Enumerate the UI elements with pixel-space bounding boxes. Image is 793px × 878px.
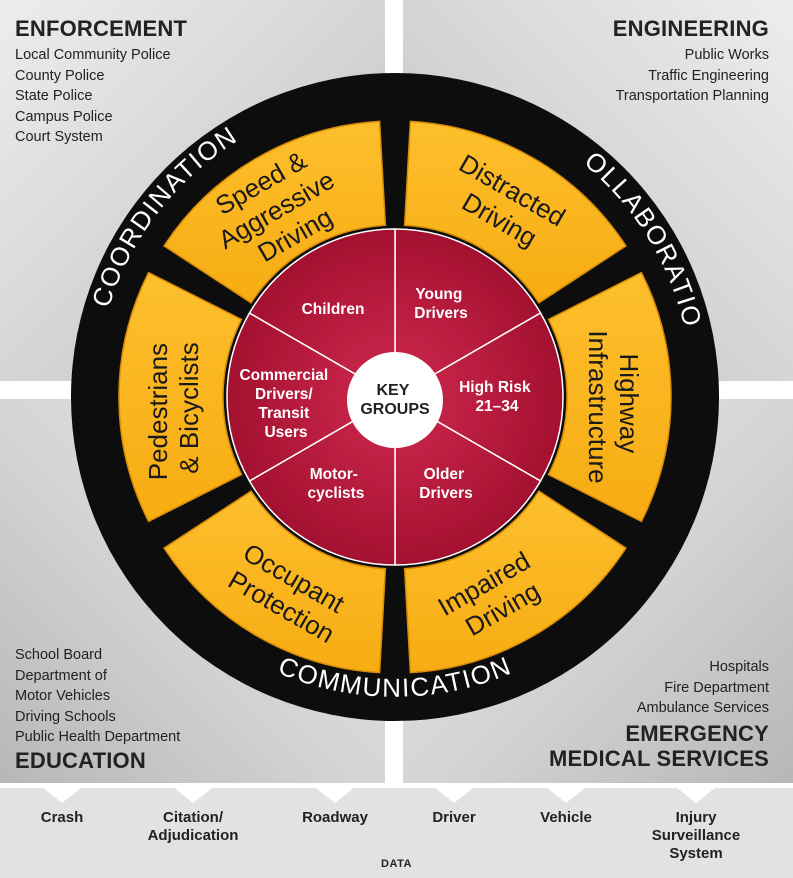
group-line: Motor- xyxy=(310,466,358,483)
data-notch xyxy=(434,787,474,803)
young-drivers-label: Young Drivers xyxy=(414,286,467,322)
key-groups-center xyxy=(347,352,443,448)
safety-wheel: COORDINATION COLLABORATION COMMUNICATION… xyxy=(71,73,719,721)
group-line: High Risk xyxy=(459,379,531,396)
data-item-line: System xyxy=(669,845,723,862)
enforcement-list: Local Community Police County Police Sta… xyxy=(15,45,171,148)
education-title: EDUCATION xyxy=(15,748,146,773)
enforcement-item: Campus Police xyxy=(15,108,113,125)
emphasis-line: Infrastructure xyxy=(583,330,613,483)
enforcement-title: ENFORCEMENT xyxy=(15,16,188,41)
center-line: KEY xyxy=(376,382,409,399)
emphasis-ring xyxy=(118,120,672,674)
engineering-title: ENGINEERING xyxy=(612,16,769,41)
group-line: Users xyxy=(264,424,307,441)
enforcement-item: Local Community Police xyxy=(15,47,171,63)
data-item-line: Crash xyxy=(40,809,84,826)
data-item-roadway: Roadway xyxy=(285,809,385,827)
occupant-segment xyxy=(163,490,387,674)
pedestrians-segment xyxy=(118,271,243,523)
data-item-line: Adjudication xyxy=(147,827,239,844)
group-line: Commercial xyxy=(239,367,328,384)
high-risk-label: High Risk 21–34 xyxy=(459,379,535,415)
ems-title: EMERGENCY MEDICAL SERVICES xyxy=(549,721,769,771)
education-list: School Board Department of Motor Vehicle… xyxy=(15,645,180,748)
speed-segment xyxy=(163,120,387,304)
data-item-citation: Citation/ Adjudication xyxy=(133,809,253,845)
education-item: School Board xyxy=(15,647,103,663)
education-item: Public Health Department xyxy=(15,729,181,746)
ems-item: Ambulance Services xyxy=(636,700,769,717)
group-line: Young xyxy=(415,286,462,303)
data-item-line: Vehicle xyxy=(540,809,592,826)
emphasis-line: Highway xyxy=(614,354,644,454)
education-item: Department of xyxy=(15,667,107,684)
center-line: GROUPS xyxy=(360,401,430,418)
data-notch xyxy=(315,787,355,803)
data-item-crash: Crash xyxy=(12,809,112,827)
group-line: Transit xyxy=(258,405,309,422)
data-label: DATA xyxy=(381,858,412,870)
key-groups-center-label: KEY GROUPS xyxy=(360,382,430,418)
data-item-injury-surveillance: Injury Surveillance System xyxy=(641,809,751,863)
group-line: cyclists xyxy=(308,485,365,502)
group-line: Children xyxy=(302,301,365,318)
data-notch xyxy=(546,787,586,803)
education-item: Motor Vehicles xyxy=(15,688,111,705)
highway-infrastructure-label: Highway Infrastructure xyxy=(583,330,644,483)
ems-item: Hospitals xyxy=(709,659,769,675)
data-item-line: Driver xyxy=(432,809,476,826)
data-item-line: Injury xyxy=(675,809,717,826)
emphasis-line: Pedestrians xyxy=(143,343,173,480)
ems-item: Fire Department xyxy=(664,679,769,696)
data-notch xyxy=(676,787,716,803)
enforcement-item: County Police xyxy=(15,67,105,84)
data-bar: Crash Citation/ Adjudication Roadway Dri… xyxy=(0,787,793,878)
group-line: Drivers xyxy=(414,305,467,322)
group-line: Drivers xyxy=(419,485,472,502)
key-groups-ring xyxy=(226,228,564,566)
data-item-driver: Driver xyxy=(404,809,504,827)
motorcyclists-label: Motor- cyclists xyxy=(308,466,365,502)
emphasis-line: & Bicyclists xyxy=(174,342,204,473)
data-item-line: Surveillance xyxy=(651,827,741,844)
impaired-segment xyxy=(403,490,627,674)
ems-title-line: MEDICAL SERVICES xyxy=(549,746,769,771)
engineering-item: Public Works xyxy=(684,47,769,63)
group-line: Older xyxy=(424,466,464,483)
children-label: Children xyxy=(302,301,365,318)
older-drivers-label: Older Drivers xyxy=(419,466,472,502)
enforcement-item: Court System xyxy=(15,129,103,146)
engineering-list: Public Works Traffic Engineering Transpo… xyxy=(616,45,769,107)
group-line: Drivers/ xyxy=(255,386,313,403)
ems-list: Hospitals Fire Department Ambulance Serv… xyxy=(637,657,769,719)
commercial-drivers-label: Commercial Drivers/ Transit Users xyxy=(239,367,332,441)
data-item-vehicle: Vehicle xyxy=(516,809,616,827)
group-line: 21–34 xyxy=(475,398,518,415)
highway-segment xyxy=(547,271,672,523)
data-notch xyxy=(42,787,82,803)
education-item: Driving Schools xyxy=(15,708,116,725)
distracted-segment xyxy=(403,120,627,304)
data-notch xyxy=(173,787,213,803)
enforcement-item: State Police xyxy=(15,88,93,105)
engineering-item: Traffic Engineering xyxy=(648,67,769,84)
ems-title-line: EMERGENCY xyxy=(625,721,769,746)
pedestrians-bicyclists-label: Pedestrians & Bicyclists xyxy=(143,336,204,481)
engineering-item: Transportation Planning xyxy=(615,88,769,105)
data-item-line: Citation/ xyxy=(163,809,223,826)
data-item-line: Roadway xyxy=(302,809,368,826)
